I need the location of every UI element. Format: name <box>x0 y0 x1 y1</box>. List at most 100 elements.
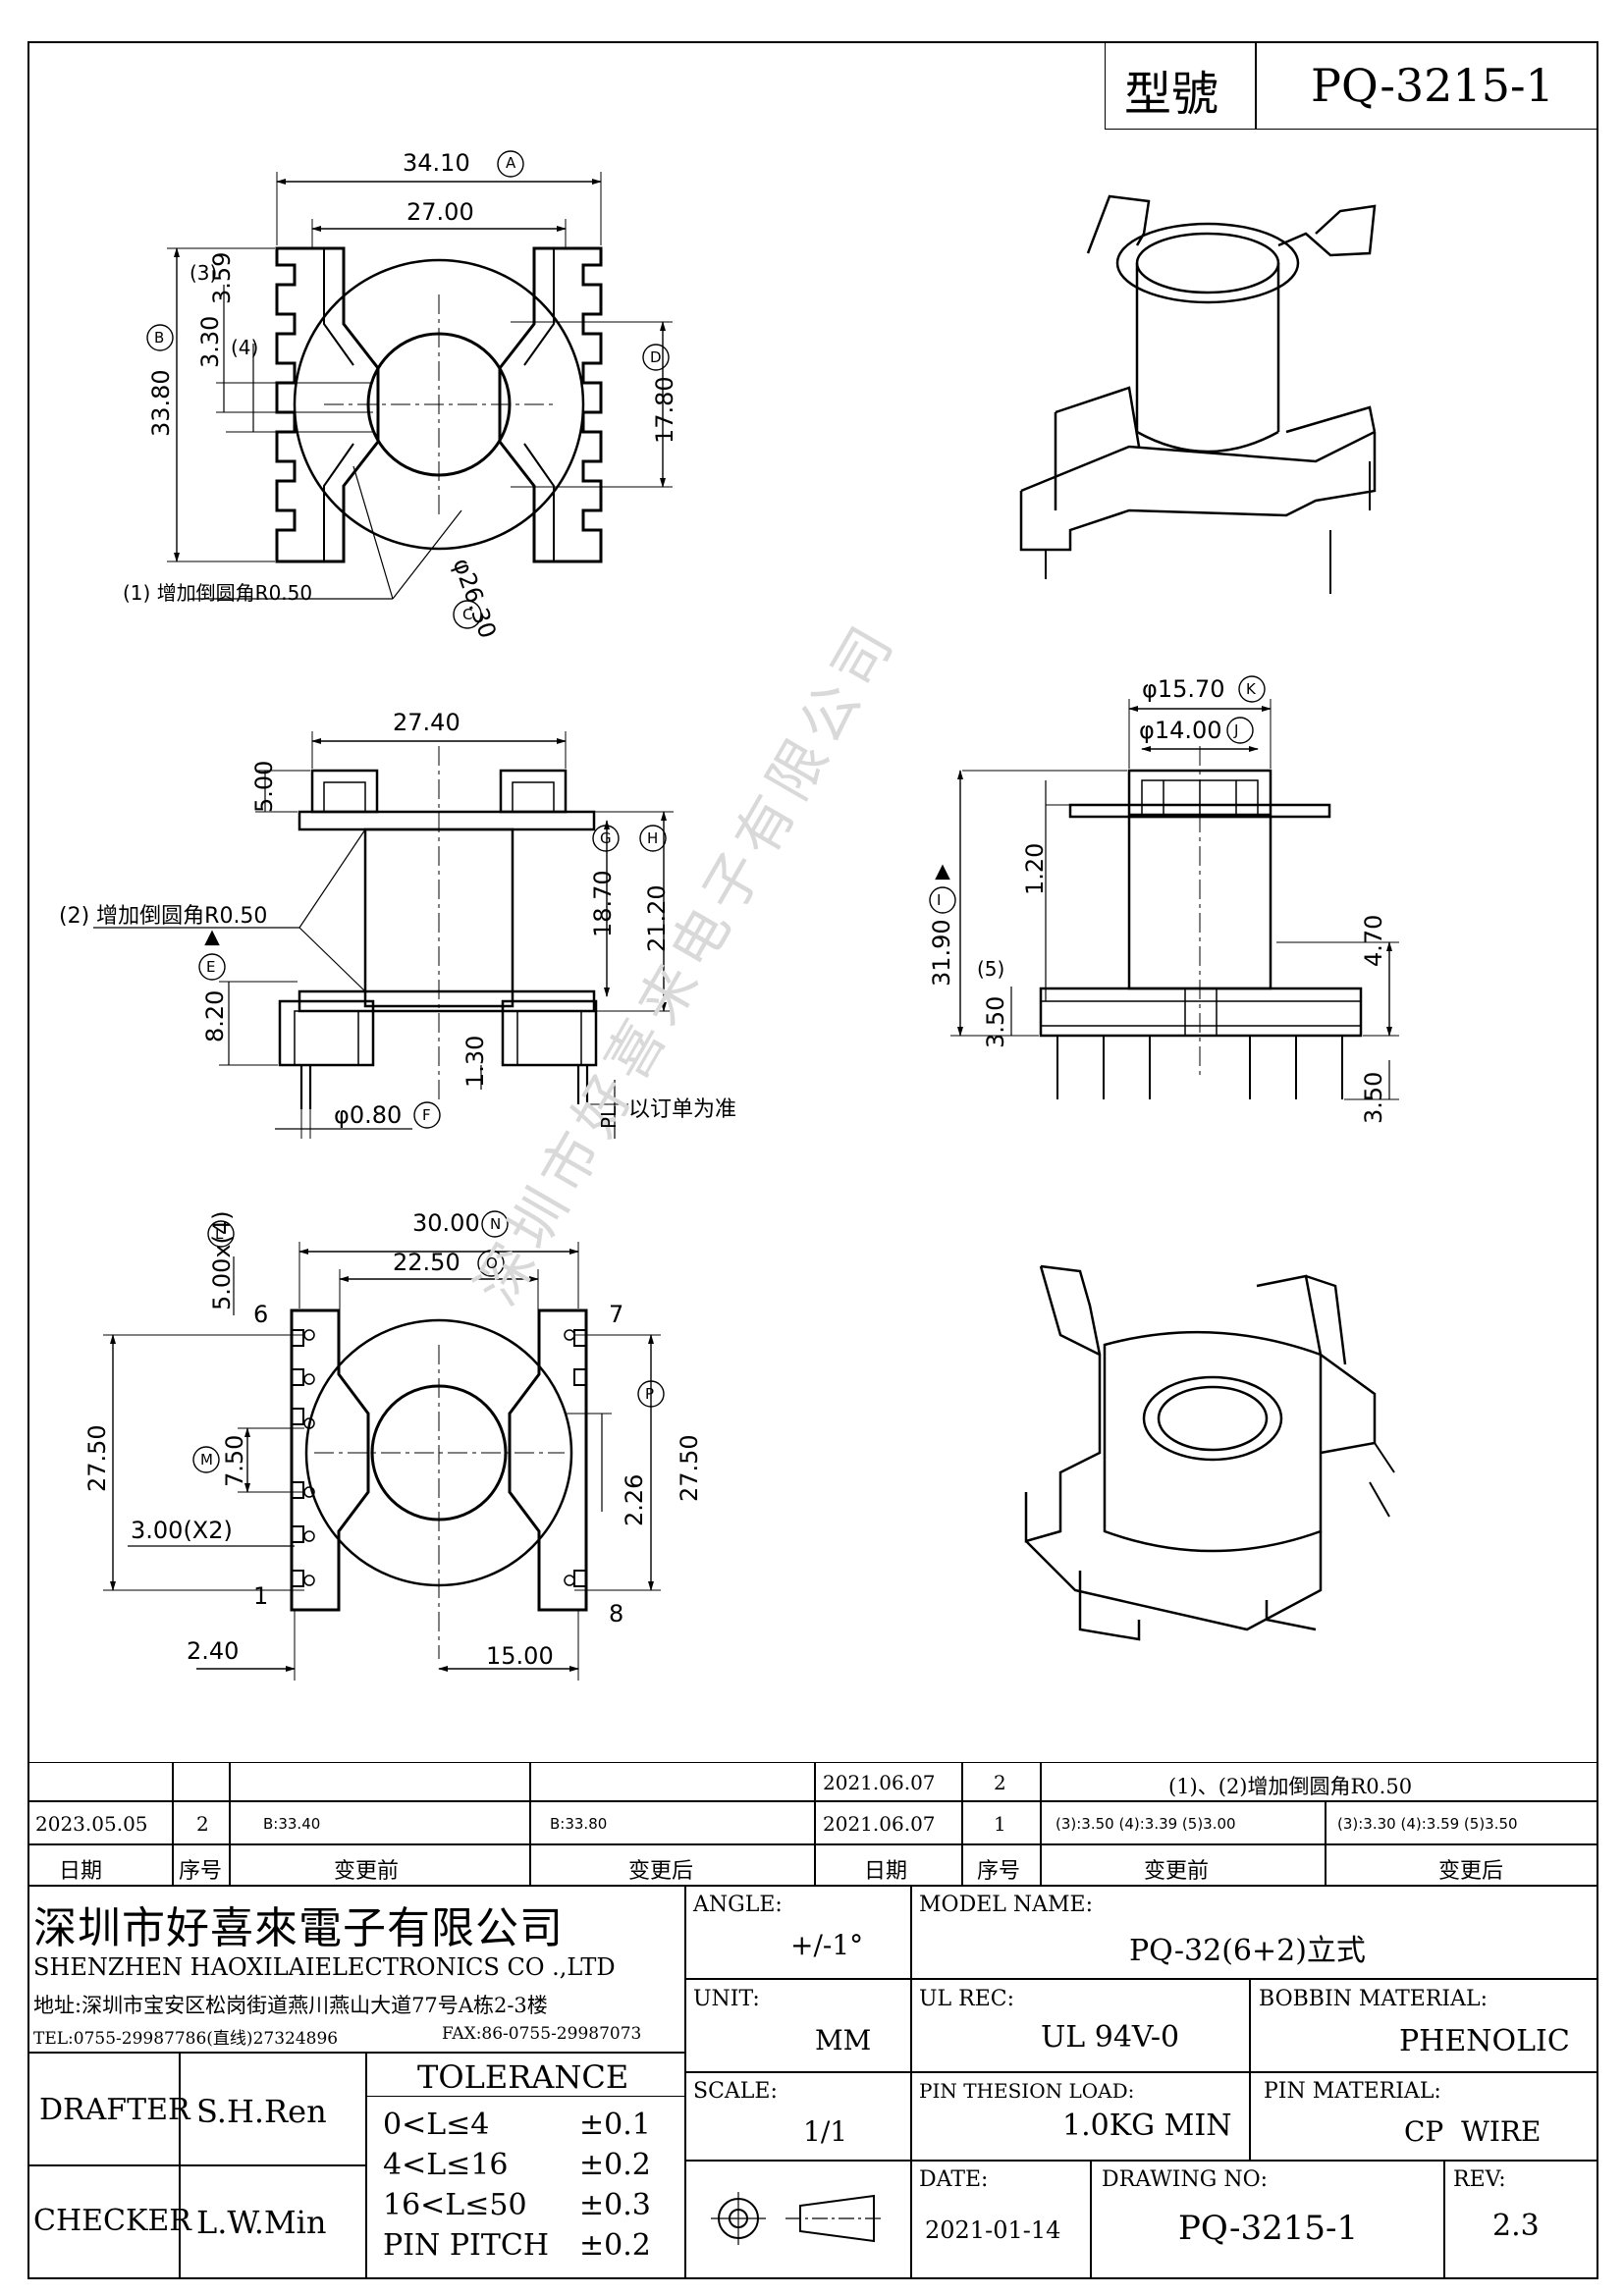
rev-label: REV: <box>1453 2167 1506 2192</box>
dim-width-outer: 34.10 <box>403 149 470 177</box>
bobbin-value: PHENOLIC <box>1399 2024 1570 2058</box>
pin-6: 6 <box>253 1301 269 1328</box>
mark-n: N <box>490 1215 502 1233</box>
mark-k: K <box>1246 680 1256 698</box>
tolerance-value-2: ±0.2 <box>579 2148 651 2182</box>
rev-header-before: 变更前 <box>334 1859 400 1884</box>
rev-header-after2: 变更后 <box>1438 1859 1504 1884</box>
dim-120: 1.20 <box>1021 842 1049 895</box>
note-1: (1) 增加倒圆角R0.50 <box>123 581 313 605</box>
dim-dia-outer: φ15.70 <box>1142 675 1225 703</box>
dim-5: (5) <box>977 957 1005 981</box>
projection-symbol-icon <box>711 2192 884 2245</box>
side-view <box>93 731 674 1139</box>
checker-value: L.W.Min <box>196 2204 327 2241</box>
tolerance-label: TOLERANCE <box>417 2058 629 2096</box>
rev-header-before2: 变更前 <box>1144 1859 1210 1884</box>
rev-row2-no2: 1 <box>994 1812 1006 1836</box>
dim-pin: φ0.80 <box>334 1101 403 1129</box>
dim-470: 4.70 <box>1360 914 1387 967</box>
pin-8: 8 <box>609 1600 624 1628</box>
tolerance-range-4: PIN PITCH <box>383 2228 549 2263</box>
dim-3000: 30.00 <box>412 1209 480 1237</box>
mark-a: A <box>506 154 516 172</box>
mark-d: D <box>650 348 662 366</box>
rev-row2-after2: (3):3.30 (4):3.59 (5)3.50 <box>1337 1815 1518 1833</box>
rev-row2-after: B:33.80 <box>550 1815 608 1833</box>
rev-row1-no2: 2 <box>994 1771 1006 1794</box>
drafter-label: DRAFTER <box>39 2093 190 2127</box>
ul-value: UL 94V-0 <box>1041 2020 1180 2055</box>
dim-130: 1.30 <box>461 1035 489 1088</box>
dim-1870: 18.70 <box>589 870 617 937</box>
dim-240: 2.40 <box>187 1637 240 1665</box>
dim-side-width: 27.40 <box>393 709 460 736</box>
model-name-label: MODEL NAME: <box>919 1893 1093 1917</box>
front-view <box>929 675 1399 1100</box>
mark-j: J <box>1234 721 1239 739</box>
dim-350a: 3.50 <box>982 995 1009 1048</box>
dim-3: (3) <box>189 261 218 285</box>
isometric-view-bottom <box>1024 1264 1395 1641</box>
rev-header-date: 日期 <box>59 1859 103 1884</box>
mark-i: I <box>937 891 942 909</box>
ul-label: UL REC: <box>919 1987 1015 2011</box>
date-value: 2021-01-14 <box>925 2216 1061 2244</box>
dim-2750-left: 27.50 <box>83 1424 111 1492</box>
company-fax: FAX:86-0755-29987073 <box>442 2024 642 2044</box>
pin-material-label: PIN MATERIAL: <box>1264 2079 1441 2104</box>
rev-row2-date: 2023.05.05 <box>35 1812 148 1836</box>
mark-m: M <box>200 1451 213 1468</box>
drawing-no-label: DRAWING NO: <box>1102 2167 1269 2192</box>
model-header-value: PQ-3215-1 <box>1311 59 1554 112</box>
model-header-label-cell <box>1105 41 1257 130</box>
mark-o: O <box>486 1255 498 1272</box>
dim-350b: 3.50 <box>1360 1071 1387 1124</box>
tolerance-value-4: ±0.2 <box>579 2228 651 2263</box>
company-tel: TEL:0755-29987786(直线)27324896 <box>33 2029 339 2049</box>
checker-label: CHECKER <box>33 2204 191 2238</box>
unit-value: MM <box>815 2024 872 2056</box>
mark-l: L <box>215 1225 224 1243</box>
mark-c: C <box>462 606 473 623</box>
dim-2250: 22.50 <box>393 1249 460 1276</box>
dim-1500: 15.00 <box>486 1642 554 1670</box>
model-header-label: 型號 <box>1124 67 1219 122</box>
mark-h: H <box>647 829 659 847</box>
dim-226: 2.26 <box>621 1473 648 1526</box>
dim-359: 3.59 <box>208 251 236 304</box>
bottom-view <box>103 1210 665 1681</box>
rev-row1-before2: (1)、(2)增加倒圆角R0.50 <box>1168 1775 1413 1798</box>
pl-note: 以订单为准 <box>628 1097 737 1122</box>
pin-load-label: PIN THESION LOAD: <box>919 2079 1135 2103</box>
rev-row1-date2: 2021.06.07 <box>823 1771 936 1794</box>
dim-750: 7.50 <box>221 1434 248 1487</box>
mark-g: G <box>600 829 612 847</box>
pl-label: PL <box>597 1105 621 1129</box>
rev-header-after: 变更后 <box>628 1859 694 1884</box>
dim-330: 3.30 <box>196 315 224 368</box>
pin-load-value: 1.0KG MIN <box>1062 2109 1232 2143</box>
scale-value: 1/1 <box>803 2115 848 2148</box>
tolerance-value-1: ±0.1 <box>579 2108 651 2142</box>
dim-dia-inner: φ14.00 <box>1139 717 1222 744</box>
pin-7: 7 <box>609 1301 624 1328</box>
rev-header-date2: 日期 <box>864 1859 908 1884</box>
mark-f: F <box>422 1106 431 1124</box>
dim-2750-right: 27.50 <box>676 1434 703 1502</box>
dim-300x2: 3.00(X2) <box>131 1517 233 1544</box>
bobbin-label: BOBBIN MATERIAL: <box>1259 1987 1488 2011</box>
rev-header-no2: 序号 <box>977 1859 1021 1884</box>
rev-row2-no: 2 <box>196 1812 209 1836</box>
model-header-value-cell <box>1255 41 1598 130</box>
dim-500: 5.00 <box>250 760 278 813</box>
tolerance-value-3: ±0.3 <box>579 2188 651 2222</box>
rev-value: 2.3 <box>1492 2209 1540 2243</box>
tolerance-range-1: 0<L≤4 <box>383 2108 490 2142</box>
dim-height: 33.80 <box>147 369 175 437</box>
dim-2120: 21.20 <box>643 884 671 952</box>
technical-drawing <box>93 150 1399 1681</box>
pin-1: 1 <box>253 1582 269 1610</box>
mark-e: E <box>206 958 216 976</box>
model-name-value: PQ-32(6+2)立式 <box>1129 1934 1366 1968</box>
